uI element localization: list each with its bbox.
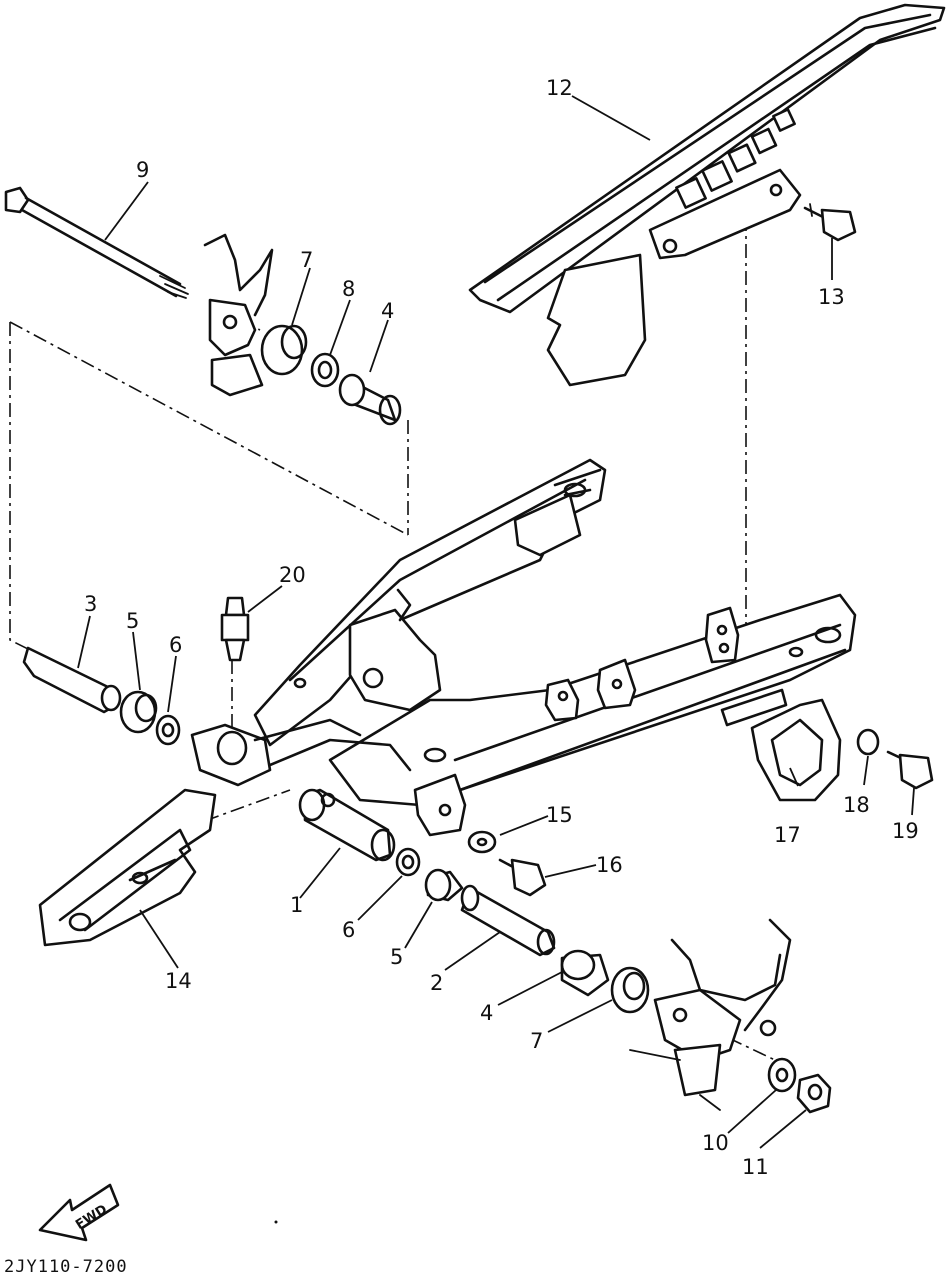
callout-10: 10 bbox=[702, 1131, 729, 1155]
upper-bushings bbox=[260, 324, 402, 426]
callout-20: 20 bbox=[279, 563, 306, 587]
callout-labels: 12 13 9 7 8 4 20 3 5 6 15 16 17 18 19 1 … bbox=[84, 76, 919, 1179]
callout-4-upper: 4 bbox=[381, 299, 394, 323]
callout-1: 1 bbox=[290, 893, 303, 917]
callout-3: 3 bbox=[84, 592, 97, 616]
callout-7-lower: 7 bbox=[530, 1029, 543, 1053]
callout-8: 8 bbox=[342, 277, 355, 301]
callout-6-lower: 6 bbox=[342, 918, 355, 942]
chain-guide-17 bbox=[750, 698, 842, 802]
fwd-arrow-icon: FWD bbox=[38, 1183, 120, 1242]
callout-11: 11 bbox=[742, 1155, 769, 1179]
stray-dot bbox=[274, 1220, 278, 1224]
bolt-19 bbox=[886, 750, 934, 790]
washer-15 bbox=[467, 830, 497, 854]
callout-14: 14 bbox=[165, 969, 192, 993]
callout-9: 9 bbox=[136, 158, 149, 182]
chain-guard-14 bbox=[38, 788, 217, 947]
callout-5-lower: 5 bbox=[390, 945, 403, 969]
leader-lines bbox=[77, 95, 915, 1149]
callout-13: 13 bbox=[818, 285, 845, 309]
lower-bushings bbox=[395, 847, 650, 1014]
collar-18 bbox=[856, 728, 880, 756]
callout-6-left: 6 bbox=[169, 633, 182, 657]
callout-4-lower: 4 bbox=[480, 1001, 493, 1025]
callout-5-left: 5 bbox=[126, 609, 139, 633]
pivot-shaft bbox=[4, 186, 189, 299]
callout-2: 2 bbox=[430, 971, 443, 995]
drawing-code: 2JY110-7200 bbox=[4, 1257, 128, 1277]
washer-10 bbox=[767, 1057, 797, 1093]
bolt-16 bbox=[498, 858, 547, 897]
callout-7-upper: 7 bbox=[300, 248, 313, 272]
nut-11 bbox=[796, 1073, 832, 1114]
callout-16: 16 bbox=[596, 853, 623, 877]
swingarm bbox=[190, 458, 857, 837]
callout-19: 19 bbox=[892, 819, 919, 843]
left-collar-group bbox=[22, 646, 181, 746]
chain-case bbox=[468, 3, 946, 387]
callout-17: 17 bbox=[774, 823, 801, 847]
callout-15: 15 bbox=[546, 803, 573, 827]
grease-nipple bbox=[220, 596, 250, 662]
callout-12: 12 bbox=[546, 76, 573, 100]
callout-18: 18 bbox=[843, 793, 870, 817]
pivot-collar-1 bbox=[298, 788, 396, 862]
bolt-13 bbox=[803, 203, 857, 242]
frame-bracket-lower bbox=[629, 918, 792, 1111]
frame-bracket-upper bbox=[203, 233, 274, 397]
